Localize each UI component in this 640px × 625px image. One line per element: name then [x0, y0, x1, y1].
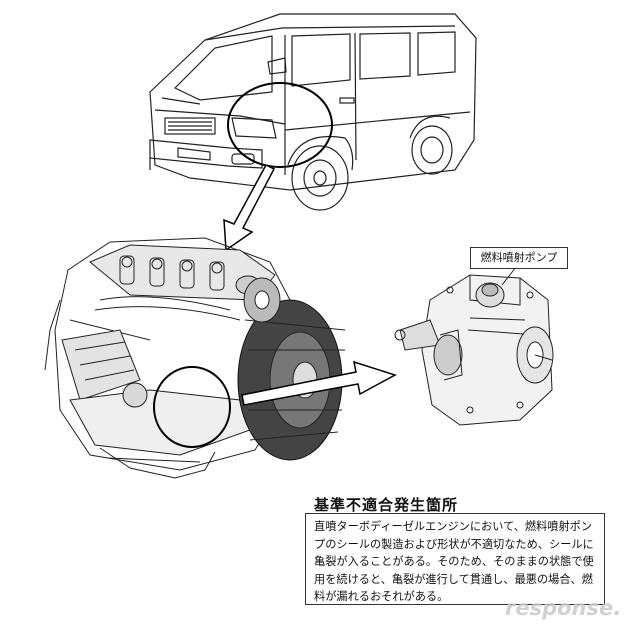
van-illustration — [149, 13, 477, 211]
van-highlight-circle — [227, 82, 333, 168]
engine-illustration — [44, 237, 346, 479]
fuel-pump-illustration — [394, 266, 554, 426]
response-watermark: response. — [505, 596, 622, 620]
arrow-engine-to-pump — [241, 360, 397, 406]
engine-highlight-circle — [153, 366, 231, 448]
arrow-van-to-engine — [223, 164, 276, 252]
fuel-pump-label: 燃料噴射ポンプ — [470, 247, 568, 269]
defect-description: 直噴ターボディーゼルエンジンにおいて、燃料噴射ポンプのシールの製造および形状が不… — [305, 513, 605, 605]
defect-location-title: 基準不適合発生箇所 — [314, 496, 459, 514]
